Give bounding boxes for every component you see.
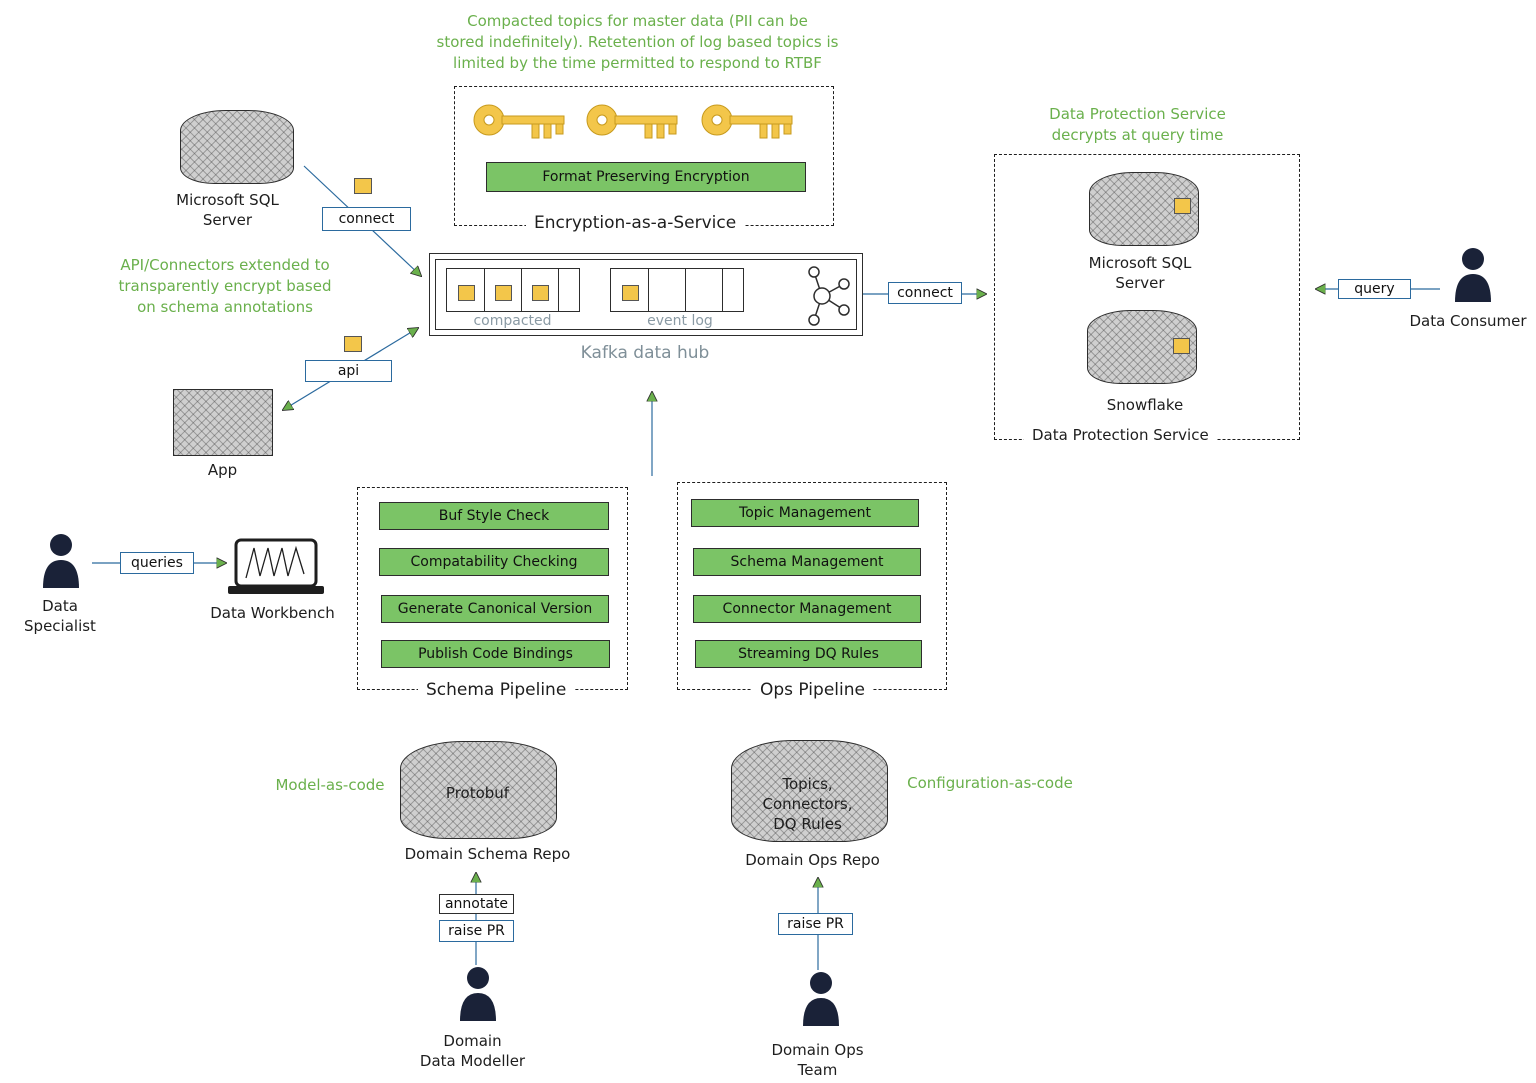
format-preserving-encryption-button[interactable]: Format Preserving Encryption [486,162,806,192]
configuration-as-code-note: Configuration-as-code [907,774,1073,792]
domain-ops-team-label: Domain Ops Team [771,1041,864,1079]
snowflake-label: Snowflake [1106,396,1184,414]
sql-server-db-icon [180,110,294,184]
domain-ops-team-person-icon [803,972,839,1026]
compacted-topic-log [446,268,580,312]
schema-management-step[interactable]: Schema Management [693,548,921,576]
compatability-checking-step[interactable]: Compatability Checking [379,548,609,576]
encryption-service-title: Encryption-as-a-Service [526,213,745,233]
key-icon [586,104,678,139]
domain-schema-repo-label: Domain Schema Repo [404,845,571,863]
connector-management-step[interactable]: Connector Management [693,595,921,623]
ops-repo-content: Topics, Connectors, DQ Rules [762,775,853,833]
data-workbench-label: Data Workbench [210,604,335,622]
topic-management-step[interactable]: Topic Management [691,499,919,527]
api-connectors-note: API/Connectors extended to transparently… [118,256,332,316]
source-sql-server-label: Microsoft SQL Server [176,191,279,229]
lock-icon [1174,198,1191,214]
kafka-logo-icon [808,266,850,326]
data-consumer-person-icon [1455,248,1491,302]
data-specialist-person-icon [43,534,79,588]
publish-code-bindings-step[interactable]: Publish Code Bindings [381,640,610,668]
raise-pr-schema-tag: raise PR [439,920,514,942]
domain-ops-repo-label: Domain Ops Repo [745,851,880,869]
api-tag: api [305,360,392,382]
app-icon [173,389,273,456]
key-icon [701,104,793,139]
compacted-label: compacted [473,313,552,329]
encryption-keys [473,104,793,139]
lock-icon [1173,338,1190,354]
compacted-topics-note: Compacted topics for master data (PII ca… [436,12,839,72]
annotate-tag: annotate [439,894,514,914]
streaming-dq-rules-step[interactable]: Streaming DQ Rules [695,640,922,668]
domain-data-modeller-person-icon [460,967,496,1021]
app-label: App [207,461,238,479]
lock-icon [354,178,372,194]
dps-decrypts-note: Data Protection Service decrypts at quer… [1049,105,1226,144]
schema-repo-content: Protobuf [445,784,510,802]
lock-icon [458,285,475,301]
schema-pipeline-title: Schema Pipeline [418,680,575,700]
model-as-code-note: Model-as-code [275,776,385,794]
query-tag: query [1338,279,1411,299]
connect-tag-right: connect [888,282,962,304]
connect-tag-left: connect [322,207,411,231]
domain-data-modeller-label: Domain Data Modeller [419,1032,526,1070]
kafka-title: Kafka data hub [580,343,710,363]
event-log-topic [610,268,744,312]
event-log-label: event log [647,313,713,329]
laptop-icon [228,538,324,594]
key-icon [473,104,565,139]
kafka-hub-box [429,253,863,336]
lock-icon [344,336,362,352]
generate-canonical-version-step[interactable]: Generate Canonical Version [381,595,609,623]
dps-sql-server-label: Microsoft SQL Server [1088,254,1192,292]
schema-repo-db-icon [400,741,557,839]
queries-tag: queries [120,552,194,574]
lock-icon [532,285,549,301]
data-specialist-label: Data Specialist [24,597,96,635]
raise-pr-ops-tag: raise PR [778,913,853,935]
data-protection-service-title: Data Protection Service [1024,426,1217,444]
data-consumer-label: Data Consumer [1409,312,1527,330]
ops-pipeline-title: Ops Pipeline [752,680,873,700]
lock-icon [622,285,639,301]
ops-repo-db-icon [731,740,888,842]
lock-icon [495,285,512,301]
buf-style-check-step[interactable]: Buf Style Check [379,502,609,530]
